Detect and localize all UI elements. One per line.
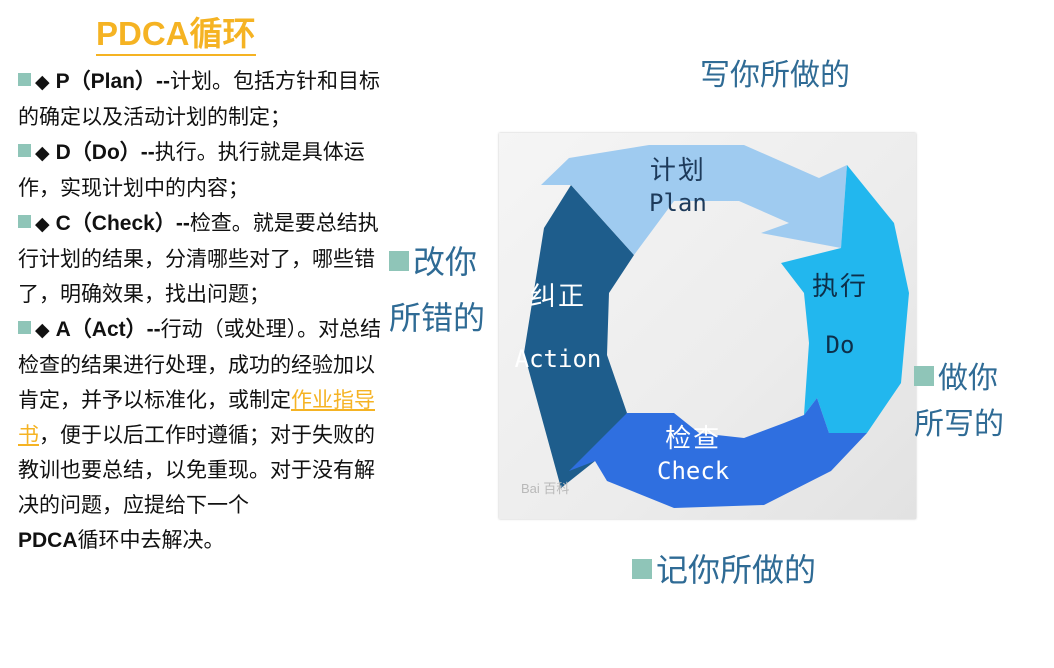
square-bullet-icon [18,73,31,86]
diamond-bullet-icon: ◆ [35,319,50,341]
item-text: 行动（或处理）。对总结检查的结果进行处理，成功的经验加以肯定，并予以标准化，或制… [18,317,382,412]
item-do: ◆D（Do）--执行。执行就是具体运作，实现计划中的内容； [18,135,390,206]
square-bullet-icon [914,366,934,386]
plan-label: 计划 Plan [649,155,707,219]
plan-cn: 计划 [649,156,706,186]
item-check: ◆C（Check）--检查。就是要总结执行计划的结果，分清哪些对了，哪些错了，明… [18,206,390,312]
item-head: C（Check）-- [55,212,190,235]
square-bullet-icon [18,321,31,334]
action-segment [524,185,634,488]
note-record-what-you-do: 记你所做的 [632,545,816,591]
baidu-watermark: Bai 百科 [521,481,570,496]
do-cn: 执行 [812,272,869,302]
action-label: 纠正 Action [499,281,617,375]
do-segment [781,165,909,433]
item-text: 执行。执行就是具体运作，实现计划中的内容； [18,140,365,200]
item-tail: 循环中去解决。 [77,528,225,552]
item-act: ◆A（Act）--行动（或处理）。对总结检查的结果进行处理，成功的经验加以肯定，… [18,312,390,558]
check-cn: 检查 [665,424,722,454]
item-tail-bold: PDCA [18,529,78,552]
note-left-line2: 所错的 [389,299,486,337]
diamond-bullet-icon: ◆ [35,142,50,164]
note-bottom-text: 记你所做的 [656,551,817,589]
square-bullet-icon [632,559,652,579]
cycle-svg [524,145,909,508]
square-bullet-icon [18,215,31,228]
check-en: Check [657,457,730,485]
pdca-cycle-diagram: 计划 Plan 执行 Do 检查 Check 纠正 Action Bai 百科 [499,133,916,519]
check-segment [569,398,867,508]
diamond-bullet-icon: ◆ [35,213,50,235]
item-head: P（Plan）-- [55,70,170,93]
note-write-what-you-do: 写你所做的 [700,58,850,93]
item-text: 计划。包括方针和目标的确定以及活动计划的制定； [18,69,380,129]
item-head: A（Act）-- [55,318,161,341]
item-head: D（Do）-- [55,141,155,164]
pdca-description: ◆P（Plan）--计划。包括方针和目标的确定以及活动计划的制定； ◆D（Do）… [18,64,390,558]
note-left-line1: 改你 [413,243,478,281]
item-text: ，便于以后工作时遵循；对于失败的教训也要总结，以免重现。对于没有解决的问题，应提… [18,423,375,517]
square-bullet-icon [18,144,31,157]
note-right-line2: 所写的 [914,407,1004,442]
note-fix-mistakes: 改你 所错的 [389,234,485,346]
plan-segment [541,145,847,255]
do-label: 执行 Do [812,271,868,361]
item-plan: ◆P（Plan）--计划。包括方针和目标的确定以及活动计划的制定； [18,64,390,135]
square-bullet-icon [389,251,409,271]
diamond-bullet-icon: ◆ [35,71,50,93]
note-do-what-you-write: 做你 所写的 [914,356,1004,448]
do-en: Do [825,331,855,359]
check-label: 检查 Check [657,423,729,487]
action-en: Action [514,345,602,373]
action-cn: 纠正 [529,282,586,312]
plan-en: Plan [649,189,707,217]
work-instruction-link[interactable]: 作业指导书 [18,388,375,447]
item-text: 检查。就是要总结执行计划的结果，分清哪些对了，哪些错了，明确效果，找出问题； [18,211,379,306]
note-right-line1: 做你 [938,361,998,396]
page-title: PDCA循环 [96,14,256,56]
